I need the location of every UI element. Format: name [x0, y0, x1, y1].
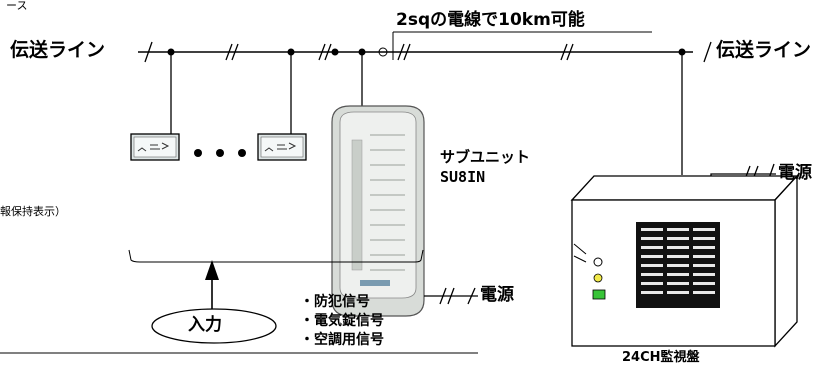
- panel-power-label: 電源: [778, 163, 812, 183]
- subunit-power-break-marks: [439, 287, 476, 305]
- line-right-label: 伝送ライン: [716, 39, 812, 61]
- subunit-model: SU8IN: [440, 168, 486, 186]
- side-note-fragment: 報保持表示）: [0, 205, 66, 218]
- green-lamp-icon: [592, 289, 606, 300]
- subunit-name: サブユニット: [440, 148, 531, 166]
- connector-mark: [378, 47, 388, 57]
- key-switch-icon: [593, 257, 603, 267]
- top-left-fragment: ース: [6, 0, 28, 12]
- line-left-label: 伝送ライン: [10, 39, 106, 61]
- input-arrow-head: [205, 260, 219, 280]
- yellow-lamp-icon: [593, 273, 603, 283]
- sensor-device-1: [130, 133, 180, 161]
- input-ellipse: [151, 308, 277, 344]
- ellipsis-dots: [194, 149, 246, 157]
- panel-name: 24CH監視盤: [622, 350, 700, 365]
- monitoring-panel: [570, 174, 799, 348]
- sensor-device-2: [257, 133, 307, 161]
- input-group-bracket: [128, 249, 424, 263]
- signal-item-3: ・空調用信号: [300, 332, 384, 348]
- signal-item-1: ・防犯信号: [300, 294, 370, 310]
- subunit-power-label: 電源: [480, 285, 514, 305]
- input-label: 入力: [188, 315, 222, 335]
- signal-item-2: ・電気錠信号: [300, 313, 384, 329]
- subunit-device: [331, 105, 425, 317]
- line-break-marks: [144, 41, 712, 63]
- cable-note: 2sqの電線で10km可能: [396, 10, 585, 30]
